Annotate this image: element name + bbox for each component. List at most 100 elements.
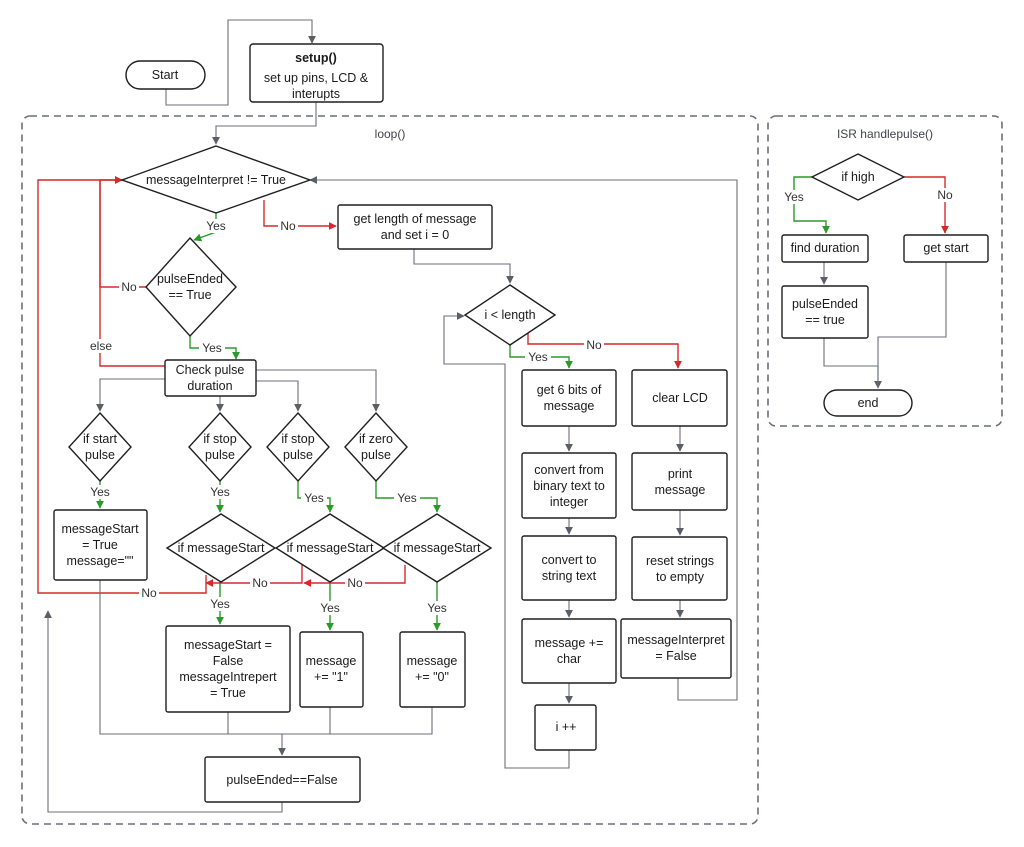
node-print-msg <box>631 452 728 511</box>
check-pulse-line-1: Check pulse <box>176 363 245 377</box>
node-convert-int <box>521 452 617 519</box>
node-end-text: end <box>858 396 879 410</box>
print-msg-line-1: print <box>668 467 693 481</box>
msg-start-false-line-3: messageIntrepert <box>179 670 277 684</box>
node-msg-add1 <box>299 631 364 708</box>
node-end <box>823 389 913 417</box>
edge-setup-loop <box>212 102 317 145</box>
pe-true-line-1: pulseEnded <box>792 297 858 311</box>
group-loop: loop() <box>21 115 759 825</box>
node-msg-add0-text: message += "0" <box>407 654 458 684</box>
edge-len-i <box>413 249 514 284</box>
end-line-1: end <box>858 396 879 410</box>
msg-interpret-line-1: messageInterpret != True <box>146 173 286 187</box>
node-mi-false-text: messageInterpret= False <box>627 633 725 663</box>
get-length-line-1: get length of message <box>354 212 477 226</box>
label-zero-yes: Yes <box>397 491 417 505</box>
label-pe-yes: Yes <box>202 341 222 355</box>
if-zero-line-2: pulse <box>361 448 391 462</box>
node-msg-add0 <box>399 631 466 708</box>
label-ifms3-yes: Yes <box>427 601 447 615</box>
msg-start-false-line-2: False <box>213 654 244 668</box>
node-ifms1 <box>165 513 277 583</box>
node-pulse-ended <box>145 236 237 338</box>
node-convert-str-text: convert to string text <box>542 553 597 583</box>
convert-str-line-1: convert to <box>542 553 597 567</box>
get6bits-line-2: message <box>544 399 595 413</box>
node-find-duration <box>781 234 869 263</box>
node-if-stop1 <box>188 411 252 483</box>
node-if-stop2 <box>266 411 330 483</box>
node-msg-add1-text: message+= "1" <box>306 654 357 684</box>
node-clear-lcd-text: clear LCD <box>652 391 708 405</box>
node-get-start-text: get start <box>923 241 969 255</box>
node-pulse-ended-false-text: pulseEnded==False <box>226 773 337 787</box>
node-convert-str <box>521 535 617 601</box>
label-ifms2-yes: Yes <box>320 601 340 615</box>
convert-int-line-2: binary text to <box>533 479 605 493</box>
node-if-start <box>68 411 132 483</box>
i-inc-line-1: i ++ <box>556 720 577 734</box>
edge-pe-no <box>99 176 146 288</box>
node-check-pulse <box>164 359 257 397</box>
node-setup-title: setup() <box>295 51 337 65</box>
i-lt-length-line-1: i < length <box>484 308 535 322</box>
label-pe-no: No <box>121 280 137 294</box>
node-msg-add-char <box>521 618 617 684</box>
msg-start-true-line-1: messageStart <box>61 522 139 536</box>
node-i-inc-text: i ++ <box>556 720 577 734</box>
edge-labels: Yes No No Yes else Yes Yes Yes Yes No No… <box>87 188 955 615</box>
edge-high-no <box>904 176 949 234</box>
setup-line-1: set up pins, LCD & <box>264 71 369 85</box>
convert-str-line-2: string text <box>542 569 597 583</box>
label-len-no: No <box>586 338 602 352</box>
edge-high-yes <box>793 176 830 234</box>
if-stop2-line-1: if stop <box>281 432 314 446</box>
label-len-yes: Yes <box>528 350 548 364</box>
node-start-text: Start <box>152 68 179 82</box>
edge-check-start <box>96 378 165 412</box>
convert-int-line-3: integer <box>550 495 588 509</box>
edge-mi-no <box>263 200 337 230</box>
label-stop2-yes: Yes <box>304 491 324 505</box>
mi-false-line-1: messageInterpret <box>627 633 725 647</box>
edge-ifms1-no <box>37 176 207 594</box>
if-zero-line-1: if zero <box>359 432 393 446</box>
node-if-zero <box>344 411 408 483</box>
if-high-line-1: if high <box>841 170 874 184</box>
node-ifms2 <box>274 513 386 583</box>
label-mi-yes: Yes <box>206 219 226 233</box>
node-ifms3-text: if messageStart <box>394 541 481 555</box>
label-else: else <box>90 339 112 353</box>
msg-add0-line-2: += "0" <box>415 670 449 684</box>
msg-start-true-line-2: = True <box>82 538 118 552</box>
pe-true-line-2: == true <box>805 313 845 327</box>
edge-check-zero <box>256 369 380 412</box>
node-ifms3 <box>381 513 493 583</box>
node-setup-text: set up pins, LCD &interupts <box>264 71 369 101</box>
msg-add0-line-1: message <box>407 654 458 668</box>
node-clear-lcd <box>631 369 728 427</box>
label-start-no: No <box>141 586 157 600</box>
edge-mif-back <box>309 176 738 701</box>
node-if-high-text: if high <box>841 170 874 184</box>
msg-start-false-line-1: messageStart = <box>184 638 272 652</box>
node-get6bits <box>521 369 617 427</box>
edge-merge-add0 <box>282 707 433 735</box>
edge-merge-start <box>99 580 282 735</box>
label-high-no: No <box>937 188 953 202</box>
node-pe-true-text: pulseEnded == true <box>792 297 858 327</box>
group-isr: ISR handlepulse() <box>767 115 1003 427</box>
node-get-start <box>903 234 989 263</box>
node-pe-true <box>781 285 869 339</box>
node-mi-false <box>620 618 732 679</box>
node-get-length <box>337 204 493 250</box>
node-start <box>125 60 206 90</box>
